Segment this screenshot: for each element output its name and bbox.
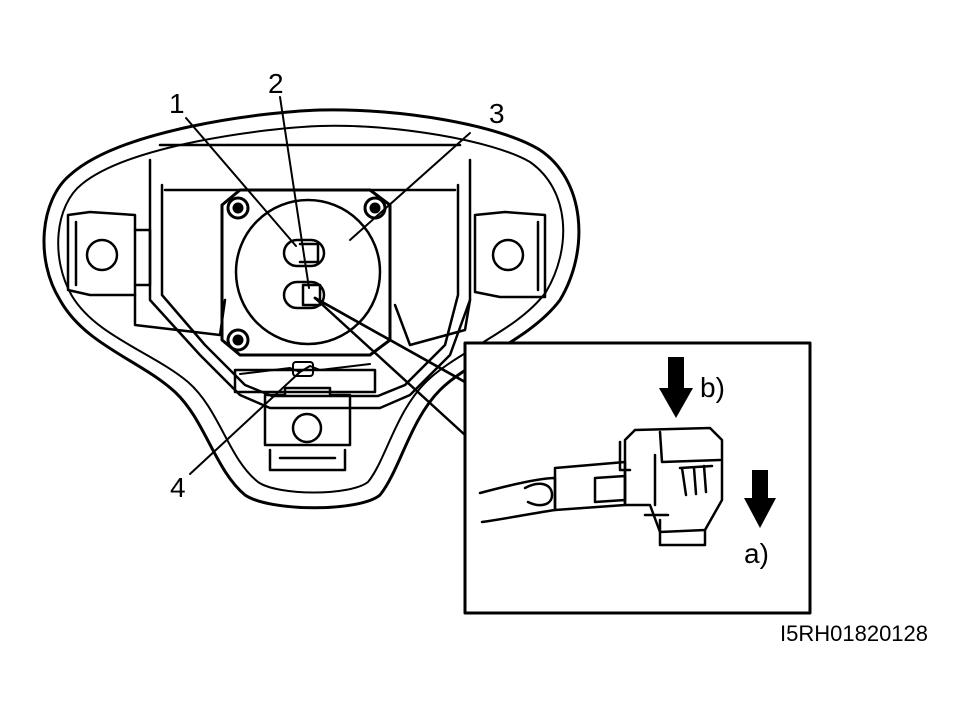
connector-2	[282, 280, 326, 310]
leader-line-2	[279, 96, 310, 289]
leader-line-4	[189, 371, 301, 475]
detail-box	[313, 296, 812, 615]
plate-bolt	[226, 196, 250, 220]
figure-code: I5RH01820128	[780, 621, 929, 646]
callout-4: 4	[170, 472, 186, 503]
right-mount-hole	[491, 238, 525, 272]
connector-1	[282, 238, 326, 268]
callout-1: 1	[169, 88, 185, 119]
right-mount-bracket	[473, 210, 547, 299]
leader-lines	[185, 96, 471, 475]
inflator-disc	[234, 198, 382, 346]
arrow-b-label: b)	[700, 372, 725, 403]
left-mount-hole	[85, 238, 119, 272]
detail-connector	[478, 426, 724, 547]
bottom-mount-hole	[291, 412, 323, 444]
arrow-a-icon	[744, 470, 776, 528]
wire-harness	[239, 361, 371, 377]
callout-3: 3	[489, 98, 505, 129]
left-mount-bracket	[66, 210, 152, 297]
arrow-b-icon	[659, 357, 693, 418]
leader-line-3	[349, 132, 471, 241]
wheel-pad-outline	[42, 108, 581, 510]
leader-line-1	[185, 117, 297, 247]
inner-housing	[148, 143, 472, 410]
plate-bolt	[226, 328, 250, 352]
bottom-mount-bracket	[233, 368, 377, 472]
callout-2: 2	[268, 68, 284, 99]
arrow-a-label: a)	[744, 538, 769, 569]
